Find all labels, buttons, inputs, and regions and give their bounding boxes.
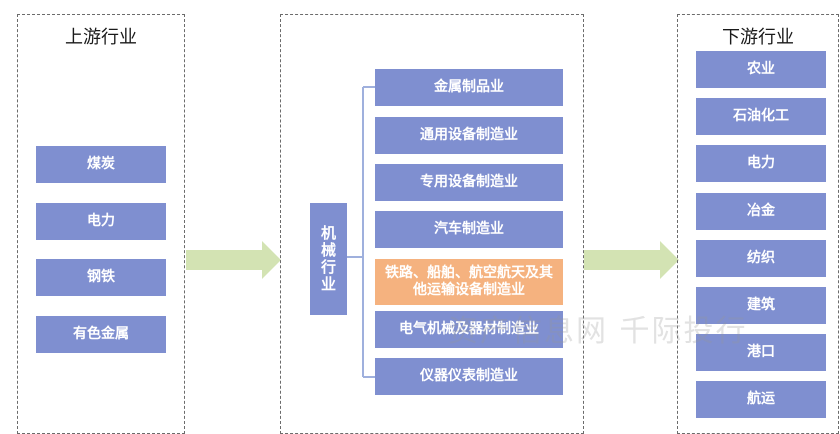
upstream-item-nonferrous: 有色金属 <box>36 316 166 353</box>
downstream-item-petrochemical: 石油化工 <box>696 98 826 135</box>
downstream-item-construction: 建筑 <box>696 287 826 324</box>
downstream-item-textile: 纺织 <box>696 240 826 277</box>
middle-item-metal-products: 金属制品业 <box>375 69 563 106</box>
upstream-title: 上游行业 <box>65 27 137 48</box>
middle-connector <box>347 86 376 378</box>
middle-item-special-equipment: 专用设备制造业 <box>375 164 563 201</box>
upstream-item-coal: 煤炭 <box>36 146 166 183</box>
arrow-upstream-to-middle <box>186 241 281 279</box>
upstream-item-steel: 钢铁 <box>36 259 166 296</box>
middle-title-box: 机械行业 <box>310 203 347 315</box>
upstream-item-power: 电力 <box>36 203 166 240</box>
middle-item-instruments: 仪器仪表制造业 <box>375 358 563 395</box>
middle-item-transport-equipment: 铁路、船舶、航空航天及其他运输设备制造业 <box>375 259 563 305</box>
downstream-item-metallurgy: 冶金 <box>696 193 826 230</box>
downstream-title: 下游行业 <box>722 27 794 48</box>
downstream-item-power: 电力 <box>696 145 826 182</box>
downstream-item-agriculture: 农业 <box>696 51 826 88</box>
middle-item-automobile: 汽车制造业 <box>375 211 563 248</box>
middle-item-general-equipment: 通用设备制造业 <box>375 117 563 154</box>
downstream-item-port: 港口 <box>696 334 826 371</box>
arrow-middle-to-downstream <box>584 241 679 279</box>
middle-item-electrical-machinery: 电气机械及器材制造业 <box>375 311 563 348</box>
downstream-item-shipping: 航运 <box>696 381 826 418</box>
